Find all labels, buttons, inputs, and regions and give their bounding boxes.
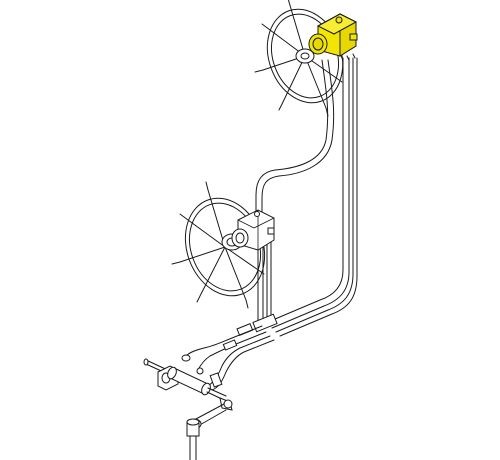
hydraulic-lines: [185, 57, 358, 391]
upper-helm-pump: [308, 13, 358, 61]
lower-helm-pump: [231, 209, 275, 251]
rudder-stock: [186, 418, 200, 460]
steering-cylinder: [143, 354, 227, 401]
